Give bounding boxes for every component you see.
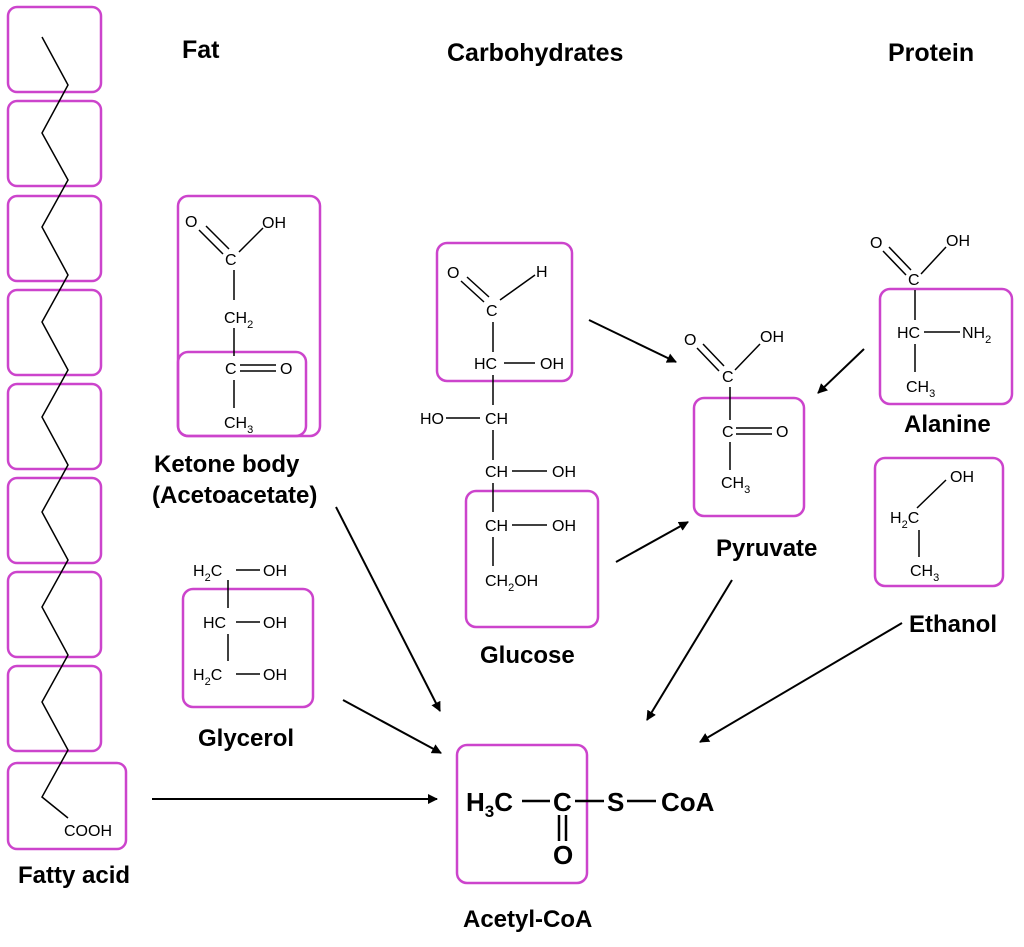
atom-h3c: H3C [466, 787, 513, 821]
alanine-box [878, 287, 1014, 406]
arrow-glucose-to-pyruvate-top [588, 319, 677, 363]
atom-o: O [553, 840, 573, 870]
arrow-glucose-to-pyruvate-bottom [615, 521, 689, 563]
atom-o: O [185, 214, 197, 231]
atom-ch3: CH3 [910, 563, 939, 584]
acetyl-coa-box [455, 743, 589, 885]
pyruvate-label: Pyruvate [716, 535, 817, 562]
atom-oh: OH [946, 233, 970, 250]
fatty-acid-structure: COOH [6, 5, 128, 851]
arrow-pyruvate-to-acetyl-coa [646, 579, 733, 721]
pyruvate-structure: O OH C C O CH3 [684, 329, 806, 518]
arrow-glycerol-to-acetyl-coa [342, 699, 442, 754]
acetyl-coa-label: Acetyl-CoA [463, 906, 592, 933]
atom-o: O [684, 332, 696, 349]
fatty-acid-box-1 [6, 5, 103, 94]
atom-oh: OH [760, 329, 784, 346]
atom-oh: OH [263, 615, 287, 632]
atom-h2c: H2C [193, 563, 222, 584]
atom-oh: OH [552, 518, 576, 535]
atom-oh: OH [262, 215, 286, 232]
fatty-acid-box-4 [6, 288, 103, 377]
atom-h: H [536, 264, 548, 281]
atom-c: C [722, 424, 734, 441]
atom-c: C [908, 272, 920, 289]
ketone-label-line1: Ketone body [154, 451, 300, 478]
atom-o: O [776, 424, 788, 441]
ethanol-box [873, 456, 1005, 588]
atom-ch: CH [485, 464, 508, 481]
atom-oh: OH [540, 356, 564, 373]
glucose-box-top [435, 241, 574, 383]
atom-h2c: H2C [890, 510, 919, 531]
atom-h2c: H2C [193, 667, 222, 688]
fatty-acid-box-3 [6, 194, 103, 283]
atom-hc: HC [474, 356, 497, 373]
glycerol-structure: H2C OH HC OH H2C OH [181, 563, 315, 709]
atom-ch3: CH3 [224, 415, 253, 436]
atom-ho: HO [420, 411, 444, 428]
atom-ch: CH [485, 411, 508, 428]
atom-c: C [553, 787, 572, 817]
atom-oh: OH [552, 464, 576, 481]
cooh-group: COOH [64, 823, 112, 840]
arrow-ketone-to-acetyl-coa [335, 506, 441, 712]
atom-o: O [447, 265, 459, 282]
acetoacetate-structure: O OH C CH2 C O CH3 [176, 194, 322, 438]
heading-fat: Fat [182, 36, 220, 64]
fatty-acid-box-6 [6, 476, 103, 565]
atom-nh2: NH2 [962, 325, 991, 346]
ethanol-label: Ethanol [909, 611, 997, 638]
fatty-acid-box-2 [6, 99, 103, 188]
glycerol-label: Glycerol [198, 725, 294, 752]
acetyl-coa-structure: H3C C S CoA O [455, 743, 715, 885]
fatty-acid-box-9 [6, 761, 128, 851]
glucose-box-bottom [464, 489, 600, 629]
atom-oh: OH [950, 469, 974, 486]
atom-ch2oh: CH2OH [485, 573, 538, 594]
ethanol-structure: OH H2C CH3 [873, 456, 1005, 588]
atom-ch: CH [485, 518, 508, 535]
alanine-label: Alanine [904, 411, 991, 438]
atom-coa: CoA [661, 787, 715, 817]
atom-hc: HC [897, 325, 920, 342]
atom-hc: HC [203, 615, 226, 632]
glucose-label: Glucose [480, 642, 575, 669]
atom-s: S [607, 787, 624, 817]
fatty-acid-box-8 [6, 664, 103, 753]
atom-oh: OH [263, 667, 287, 684]
heading-carbohydrates: Carbohydrates [447, 39, 623, 67]
fatty-acid-chain [41, 36, 69, 819]
glycerol-box [181, 587, 315, 709]
pyruvate-box [692, 396, 806, 518]
heading-protein: Protein [888, 39, 974, 67]
arrow-ethanol-to-acetyl-coa [699, 622, 903, 743]
atom-o: O [870, 235, 882, 252]
fatty-acid-label: Fatty acid [18, 862, 130, 889]
ketone-label-line2: (Acetoacetate) [152, 482, 317, 509]
atom-c: C [722, 369, 734, 386]
glucose-structure: O H C HC OH HO CH CH OH CH OH CH2OH [420, 241, 600, 629]
ketone-box-inner [176, 350, 308, 438]
fatty-acid-box-5 [6, 382, 103, 471]
ketone-box-outer [176, 194, 322, 438]
atom-ch3: CH3 [906, 379, 935, 400]
atom-c: C [225, 361, 237, 378]
atom-o: O [280, 361, 292, 378]
atom-ch2: CH2 [224, 310, 253, 331]
atom-c: C [486, 303, 498, 320]
arrow-alanine-to-pyruvate [817, 348, 865, 394]
atom-oh: OH [263, 563, 287, 580]
alanine-structure: O OH C HC NH2 CH3 [870, 233, 1014, 406]
atom-ch3: CH3 [721, 475, 750, 496]
fatty-acid-box-7 [6, 570, 103, 659]
arrows [152, 319, 903, 804]
atom-c: C [225, 252, 237, 269]
